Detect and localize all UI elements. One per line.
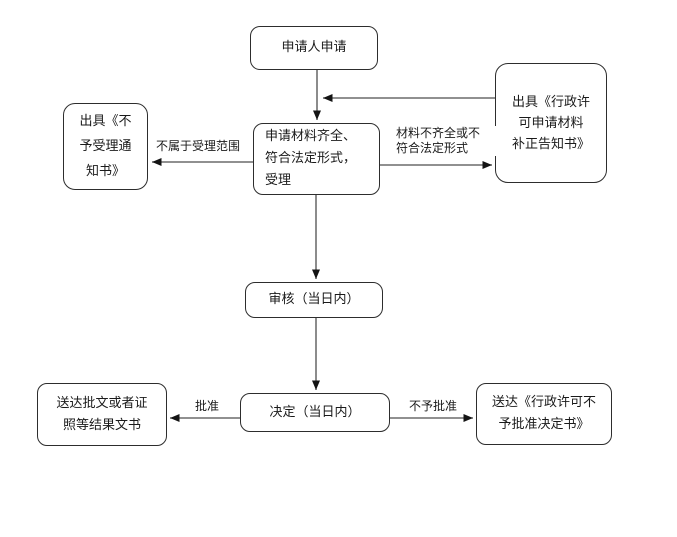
edge-label-out-of-scope: 不属于受理范围 <box>153 139 243 154</box>
node-deliver-denial-decision: 送达《行政许可不 予批准决定书》 <box>476 383 612 445</box>
node-applicant-apply: 申请人申请 <box>250 26 378 70</box>
edge-label-not-approved: 不予批准 <box>391 399 475 414</box>
node-rejection-notice: 出具《不 予受理通 知书》 <box>63 103 148 190</box>
node-decision: 决定（当日内） <box>240 393 390 432</box>
node-deliver-approval-documents: 送达批文或者证 照等结果文书 <box>37 383 167 446</box>
node-materials-accept: 申请材料齐全、 符合法定形式， 受理 <box>253 123 380 195</box>
node-supplement-notice: 出具《行政许 可申请材料 补正告知书》 <box>495 63 607 183</box>
node-review: 审核（当日内） <box>245 282 383 318</box>
edge-label-approved: 批准 <box>177 399 237 414</box>
edge-label-incomplete-materials: 材料不齐全或不 符合法定形式 <box>396 126 502 156</box>
